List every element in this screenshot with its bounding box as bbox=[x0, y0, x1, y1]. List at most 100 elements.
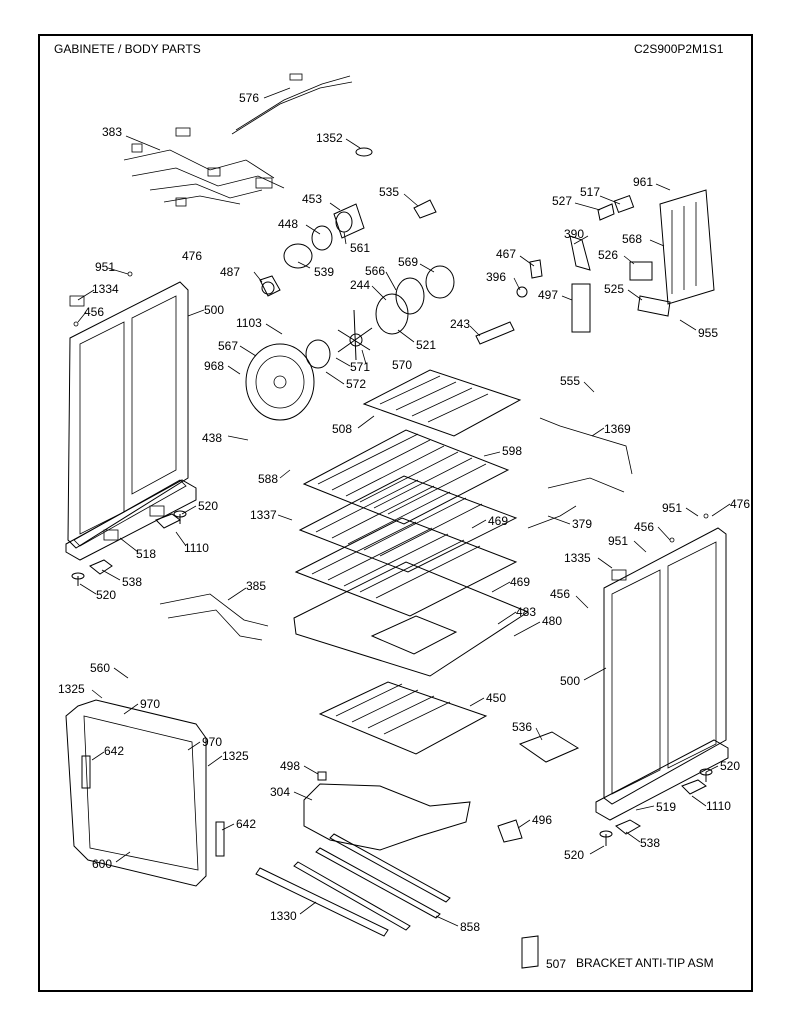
callout-588: 588 bbox=[258, 472, 278, 486]
callout-1337: 1337 bbox=[250, 508, 277, 522]
callout-456-upper-left: 456 bbox=[84, 305, 104, 319]
callout-526: 526 bbox=[598, 248, 618, 262]
callout-500-left: 500 bbox=[204, 303, 224, 317]
callout-538-right: 538 bbox=[640, 836, 660, 850]
door-frame bbox=[65, 699, 225, 887]
callout-1110-left: 1110 bbox=[184, 541, 209, 555]
callout-642-upper: 642 bbox=[104, 744, 124, 758]
callout-467: 467 bbox=[496, 247, 516, 261]
callout-498: 498 bbox=[280, 759, 300, 773]
callout-396: 396 bbox=[486, 270, 506, 284]
wire-harness-main bbox=[123, 127, 285, 207]
callout-951-upper-left: 951 bbox=[95, 260, 115, 274]
callout-1369: 1369 bbox=[604, 422, 631, 436]
left-side-panel bbox=[65, 271, 197, 561]
callout-496: 496 bbox=[532, 813, 552, 827]
callout-453: 453 bbox=[302, 192, 322, 206]
callout-1103: 1103 bbox=[236, 316, 262, 330]
callout-518: 518 bbox=[136, 547, 156, 561]
callout-527: 527 bbox=[552, 194, 572, 208]
callout-483: 483 bbox=[516, 605, 536, 619]
callout-571: 571 bbox=[350, 360, 370, 374]
callout-961: 961 bbox=[633, 175, 653, 189]
callout-520-lower-left: 520 bbox=[96, 588, 116, 602]
anti-tip-bracket-note: BRACKET ANTI-TIP ASM bbox=[576, 956, 714, 970]
oven-bottom-pan bbox=[293, 561, 530, 677]
callout-1325-left: 1325 bbox=[58, 682, 85, 696]
callout-labels: 576 383 1352 535 517 961 527 453 448 561… bbox=[58, 91, 750, 971]
callout-456-right: 456 bbox=[634, 520, 654, 534]
callout-1325-right: 1325 bbox=[222, 749, 249, 763]
callout-569: 569 bbox=[398, 255, 418, 269]
callout-1334: 1334 bbox=[92, 282, 119, 296]
callout-390: 390 bbox=[564, 227, 584, 241]
callout-456-lower-right: 456 bbox=[550, 587, 570, 601]
callout-521: 521 bbox=[416, 338, 436, 352]
callout-438: 438 bbox=[202, 431, 222, 445]
callout-955: 955 bbox=[698, 326, 718, 340]
diagram-frame bbox=[38, 34, 753, 992]
callout-560: 560 bbox=[90, 661, 110, 675]
right-leveling-feet bbox=[599, 768, 713, 846]
convection-parts bbox=[245, 147, 455, 421]
lower-parts bbox=[255, 731, 580, 969]
callout-555: 555 bbox=[560, 374, 580, 388]
callout-1352: 1352 bbox=[316, 131, 343, 145]
callout-500-right: 500 bbox=[560, 674, 580, 688]
callout-469-lower: 469 bbox=[510, 575, 530, 589]
callout-970-lower: 970 bbox=[202, 735, 222, 749]
callout-968: 968 bbox=[204, 359, 224, 373]
callout-383: 383 bbox=[102, 125, 122, 139]
callout-525: 525 bbox=[604, 282, 624, 296]
callout-519: 519 bbox=[656, 800, 676, 814]
callout-1110-right: 1110 bbox=[706, 799, 731, 813]
callout-450: 450 bbox=[486, 691, 506, 705]
callout-568: 568 bbox=[622, 232, 642, 246]
bake-element bbox=[318, 681, 488, 755]
left-leveling-feet bbox=[71, 510, 187, 586]
callout-567: 567 bbox=[218, 339, 238, 353]
callout-535: 535 bbox=[379, 185, 399, 199]
callout-951-right: 951 bbox=[608, 534, 628, 548]
callout-476-upper-right: 476 bbox=[730, 497, 750, 511]
wire-harness-upper bbox=[231, 73, 353, 135]
callout-497: 497 bbox=[538, 288, 558, 302]
oven-rack-lower bbox=[294, 517, 518, 617]
callout-520-upper-left: 520 bbox=[198, 499, 218, 513]
right-side-panel bbox=[595, 513, 729, 821]
callout-566: 566 bbox=[365, 264, 385, 278]
callout-536: 536 bbox=[512, 720, 532, 734]
callout-480: 480 bbox=[542, 614, 562, 628]
model-number: C2S900P2M1S1 bbox=[634, 42, 724, 56]
oven-rack-upper bbox=[302, 429, 510, 525]
callout-539: 539 bbox=[314, 265, 334, 279]
callout-487: 487 bbox=[220, 265, 240, 279]
callout-598: 598 bbox=[502, 444, 522, 458]
callout-476-upper-left: 476 bbox=[182, 249, 202, 263]
callout-600: 600 bbox=[92, 857, 112, 871]
callout-858: 858 bbox=[460, 920, 480, 934]
upper-right-parts bbox=[413, 189, 715, 345]
wire-harness-lower-left bbox=[159, 593, 269, 641]
callout-520-lower-right: 520 bbox=[564, 848, 584, 862]
wire-harness-right bbox=[527, 417, 633, 529]
callout-507: 507 bbox=[546, 957, 566, 971]
callout-508: 508 bbox=[332, 422, 352, 436]
upper-broil-element bbox=[362, 369, 522, 437]
callout-517: 517 bbox=[580, 185, 600, 199]
callout-469-upper: 469 bbox=[488, 514, 508, 528]
callout-561: 561 bbox=[350, 241, 370, 255]
callout-520-upper-right: 520 bbox=[720, 759, 740, 773]
callout-1330: 1330 bbox=[270, 909, 297, 923]
callout-576: 576 bbox=[239, 91, 259, 105]
callout-572: 572 bbox=[346, 377, 366, 391]
callout-642-lower: 642 bbox=[236, 817, 256, 831]
callout-1335: 1335 bbox=[564, 551, 591, 565]
callout-448: 448 bbox=[278, 217, 298, 231]
callout-243: 243 bbox=[450, 317, 470, 331]
callout-304: 304 bbox=[270, 785, 290, 799]
callout-951-upper-right: 951 bbox=[662, 501, 682, 515]
callout-379: 379 bbox=[572, 517, 592, 531]
diagram-title: GABINETE / BODY PARTS bbox=[54, 42, 201, 56]
